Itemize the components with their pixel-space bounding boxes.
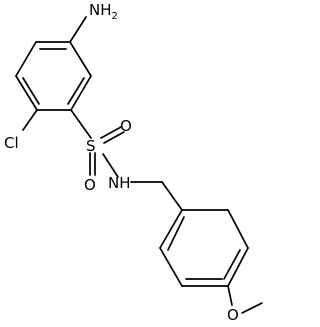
- bond-c3-c4: [70, 75, 92, 111]
- amide-nitrogen-label: NH: [108, 174, 131, 192]
- bond-c2-c3: [69, 41, 92, 77]
- bond-b-double-inner-left: [167, 216, 185, 251]
- bond-c2-nh2: [69, 16, 87, 43]
- lower-oxygen-atom-label: O: [84, 176, 96, 194]
- sulfur-atom-label: S: [86, 137, 96, 155]
- upper-oxygen-atom-label: O: [120, 117, 132, 135]
- bond-s-nh: [102, 153, 119, 178]
- bond-c5-cl: [22, 109, 38, 131]
- bond-c6-c1: [15, 41, 37, 77]
- ring-b-bonds: [159, 209, 249, 287]
- bond-c5-c6: [15, 75, 38, 111]
- chemical-structure-diagram: NH2 Cl S O O NH O: [4, 1, 263, 324]
- bond-b3-b4: [227, 247, 249, 287]
- amino-label-subscript: 2: [112, 11, 118, 22]
- bond-c4-s: [70, 109, 92, 139]
- amino-label-base: NH: [89, 1, 112, 19]
- bond-double-inner-left: [22, 77, 40, 105]
- bond-b6-b1: [159, 209, 183, 249]
- amino-group-label: NH2: [89, 1, 118, 22]
- ring-a-bonds: [15, 41, 92, 111]
- bond-s-o-upper-2: [103, 131, 125, 144]
- chlorine-atom-label: Cl: [4, 134, 19, 152]
- bond-b-double-inner-right: [223, 249, 241, 280]
- bond-b4-o: [227, 285, 233, 306]
- bond-b2-b3: [227, 209, 249, 249]
- bond-ch2-c1b: [161, 181, 183, 211]
- methoxy-oxygen-label: O: [227, 306, 239, 324]
- bond-double-inner-right: [67, 77, 85, 105]
- bond-s-o-upper-1: [100, 126, 122, 139]
- bond-b5-b6: [159, 247, 183, 287]
- bond-o-ch3: [241, 302, 263, 314]
